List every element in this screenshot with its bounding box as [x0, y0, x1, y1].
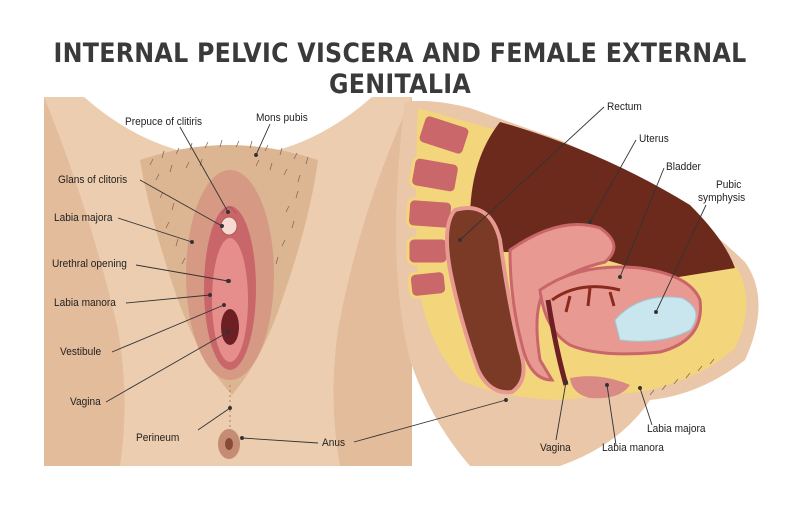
label-rectum: Rectum — [607, 101, 642, 113]
label-uterus: Uterus — [639, 133, 669, 145]
pubic-hair — [149, 139, 309, 301]
label-vagina-external: Vagina — [70, 396, 101, 408]
section-hair — [649, 358, 715, 396]
prepuce-shape — [221, 206, 237, 215]
sacrum — [405, 113, 472, 299]
label-labia-majora-section: Labia majora — [647, 423, 706, 435]
label-labia-manora-section: Labia manora — [602, 442, 664, 454]
vagina-opening-shape — [221, 309, 239, 345]
label-pubic: Pubic — [716, 179, 742, 191]
label-prepuce-of-clitoris: Prepuce of clitiris — [125, 116, 203, 128]
labia-section — [570, 376, 630, 399]
external-genitalia-panel — [44, 97, 412, 466]
label-labia-manora-external: Labia manora — [54, 297, 116, 309]
abdomen-gap — [84, 97, 372, 158]
label-vagina-section: Vagina — [540, 442, 571, 454]
vestibule-shape — [212, 238, 248, 362]
label-perineum: Perineum — [136, 432, 180, 444]
sagittal-section-panel — [395, 100, 759, 466]
label-mons-pubis: Mons pubis — [256, 112, 308, 124]
label-symphysis: symphysis — [698, 192, 746, 204]
vagina-canal — [545, 299, 569, 386]
label-glans-of-clitoris: Glans of clitoris — [58, 174, 128, 186]
label-anus: Anus — [322, 437, 346, 449]
label-labia-majora-external: Labia majora — [54, 212, 113, 224]
leader-lines — [105, 106, 707, 446]
pubic-symphysis-shape — [614, 296, 697, 342]
label-urethral-opening: Urethral opening — [52, 258, 127, 270]
label-vestibule: Vestibule — [60, 346, 102, 358]
right-thigh — [333, 97, 412, 466]
left-thigh — [44, 97, 125, 466]
page-title: INTERNAL PELVIC VISCERA AND FEMALE EXTER… — [53, 38, 747, 100]
label-bladder: Bladder — [666, 161, 701, 173]
rectum-shape — [444, 206, 526, 395]
bladder-folds — [551, 285, 621, 313]
